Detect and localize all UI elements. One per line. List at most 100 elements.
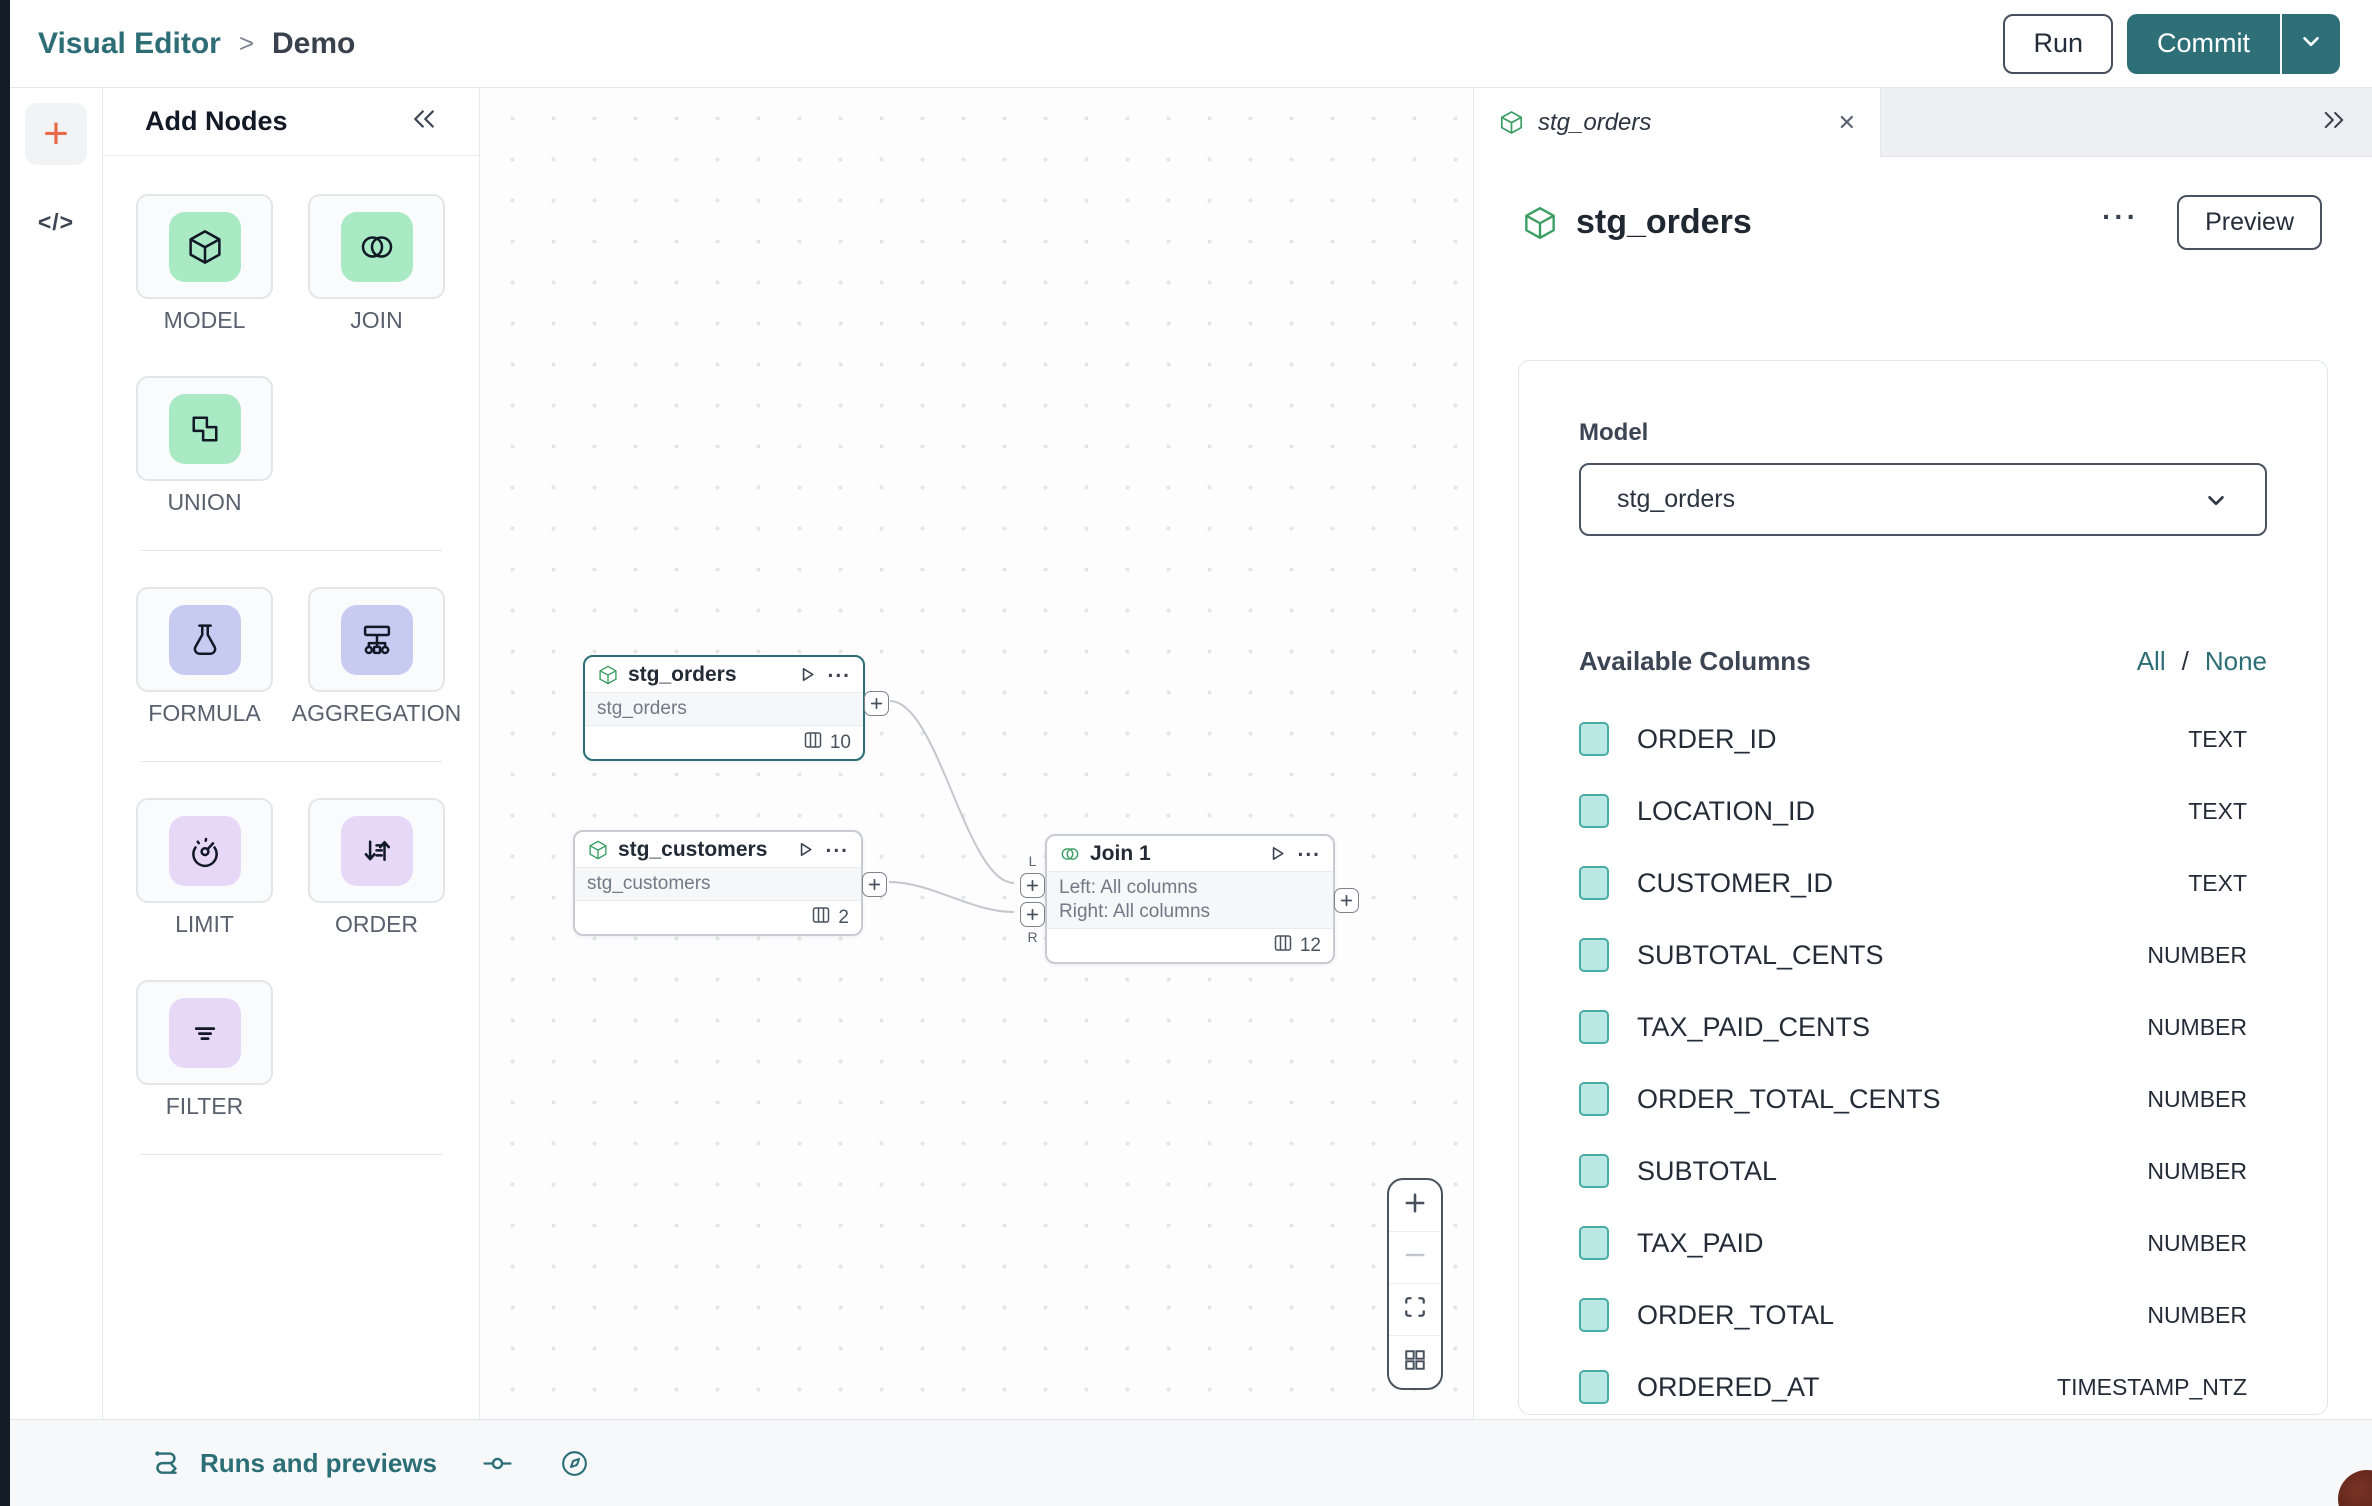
run-button[interactable]: Run [2003,13,2113,74]
column-checkbox[interactable] [1579,938,1609,972]
inspector-title: stg_orders [1576,203,1752,241]
column-checkbox[interactable] [1579,794,1609,828]
palette-group-3: LIMIT ORDER FILTER [136,798,446,1120]
join-icon [1059,843,1081,865]
select-all-link[interactable]: All [2136,646,2166,676]
column-checkbox[interactable] [1579,1370,1609,1404]
model-cube-icon [1521,204,1559,242]
node-column-count: 2 [838,906,849,928]
node-body: stg_customers [575,867,861,901]
inspector-body: stg_orders ··· Preview Model stg_orders … [1474,157,2372,1419]
compass-icon[interactable] [558,1447,591,1480]
order-sort-icon [340,815,413,886]
palette-tile-aggregation[interactable] [308,587,445,692]
expand-panel-button[interactable] [2320,88,2372,156]
breadcrumb-demo: Demo [272,26,356,60]
code-view-icon[interactable]: </> [37,209,75,235]
palette-label-order: ORDER [334,911,419,937]
column-checkbox[interactable] [1579,1010,1609,1044]
node-footer: 2 [575,901,861,934]
route-icon [150,1444,184,1483]
column-checkbox[interactable] [1579,866,1609,900]
column-select-links: All / None [2137,646,2267,677]
limit-gauge-icon [168,815,241,886]
column-type: TEXT [2188,869,2247,896]
column-name: ORDERED_AT [1637,1371,1820,1402]
palette-item-model[interactable]: MODEL [136,194,273,334]
commit-options-button[interactable] [2280,13,2340,74]
collapse-panel-button[interactable] [409,104,439,139]
breadcrumb-separator: > [238,28,255,58]
run-node-icon[interactable] [795,839,816,860]
canvas-node-stg_customers[interactable]: stg_customers... stg_customers 2 [573,830,887,936]
palette-tile-limit[interactable] [136,798,273,903]
palette-item-filter[interactable]: FILTER [136,980,273,1120]
tab-stg-orders[interactable]: stg_orders ✕ [1474,88,1881,157]
column-type: TEXT [2188,797,2247,824]
input-port-l[interactable] [1020,873,1045,898]
palette-item-formula[interactable]: FORMULA [136,587,273,727]
runs-and-previews-button[interactable]: Runs and previews [150,1444,437,1483]
zoom-in-button[interactable] [1389,1180,1441,1232]
palette-tile-union[interactable] [136,376,273,481]
palette-item-order[interactable]: ORDER [308,798,445,938]
column-checkbox[interactable] [1579,1226,1609,1260]
palette-label-union: UNION [167,489,242,515]
run-node-icon[interactable] [1267,843,1288,864]
palette-tile-order[interactable] [308,798,445,903]
node-menu-icon[interactable]: ... [1297,837,1321,861]
fit-view-button[interactable] [1389,1284,1441,1336]
columns-icon [811,905,831,931]
palette-tile-join[interactable] [308,194,445,299]
close-tab-icon[interactable]: ✕ [1837,109,1856,135]
more-options-icon[interactable]: ··· [2102,200,2140,232]
palette-divider [140,550,442,551]
double-chevron-left-icon [409,104,439,139]
node-title: stg_customers [618,837,768,861]
palette-item-limit[interactable]: LIMIT [136,798,273,938]
output-port[interactable] [862,872,887,897]
node-body: stg_orders [585,692,863,726]
column-type: NUMBER [2147,1157,2247,1184]
palette-item-aggregation[interactable]: AGGREGATION [292,587,461,727]
palette-item-join[interactable]: JOIN [308,194,445,334]
run-node-icon[interactable] [797,664,818,685]
columns-icon [803,730,823,756]
input-port-r[interactable] [1020,902,1045,927]
column-checkbox[interactable] [1579,1082,1609,1116]
palette-tile-model[interactable] [136,194,273,299]
column-checkbox[interactable] [1579,1298,1609,1332]
column-checkbox[interactable] [1579,722,1609,756]
preview-button[interactable]: Preview [2177,195,2322,250]
node-column-count: 10 [829,731,851,753]
port-label-r: R [1027,929,1038,945]
palette-tile-formula[interactable] [136,587,273,692]
add-button[interactable]: + [25,103,87,165]
commit-button[interactable]: Commit [2127,13,2280,74]
palette-tile-filter[interactable] [136,980,273,1085]
output-port[interactable] [864,691,889,716]
palette-label-filter: FILTER [165,1093,244,1119]
zoom-out-button[interactable] [1389,1232,1441,1284]
model-select-value: stg_orders [1617,485,1736,513]
model-select-dropdown[interactable]: stg_orders [1579,463,2267,536]
node-menu-icon[interactable]: ... [825,833,849,857]
inspector-header: stg_orders ··· Preview [1474,157,2372,250]
zoom-in-icon [1401,1189,1429,1222]
palette-item-union[interactable]: UNION [136,376,273,516]
output-port[interactable] [1334,888,1359,913]
grid-view-button[interactable] [1389,1336,1441,1388]
node-menu-icon[interactable]: ... [827,658,851,682]
column-checkbox[interactable] [1579,1154,1609,1188]
select-links-separator: / [2181,646,2189,676]
breadcrumb-visual-editor[interactable]: Visual Editor [38,26,221,60]
select-none-link[interactable]: None [2204,646,2267,676]
commit-node-icon[interactable] [481,1447,514,1480]
